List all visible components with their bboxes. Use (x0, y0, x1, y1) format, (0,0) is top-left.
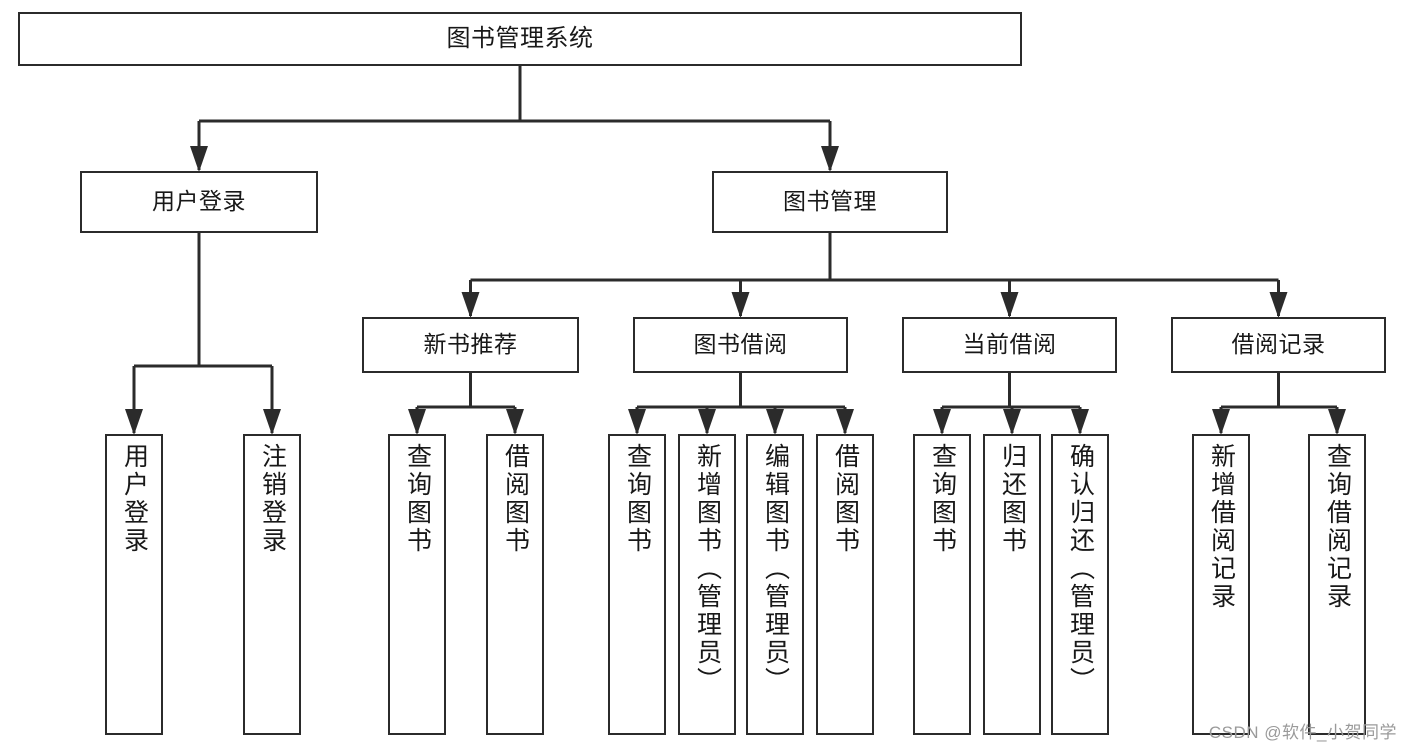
arrowhead (506, 409, 524, 435)
node-label: 借阅图书 (831, 443, 860, 555)
node-current[interactable]: 当前借阅 (902, 317, 1117, 373)
node-root[interactable]: 图书管理系统 (18, 12, 1022, 66)
arrowhead (1269, 292, 1288, 318)
node-bookmgmt[interactable]: 图书管理 (712, 171, 948, 233)
node-l-queryrec[interactable]: 查询借阅记录 (1308, 434, 1366, 735)
node-label: 当前借阅 (962, 331, 1057, 358)
node-label: 归还图书 (998, 443, 1027, 555)
arrowhead (766, 409, 784, 435)
arrowhead (1212, 409, 1230, 435)
node-label: 查询图书 (403, 443, 432, 555)
node-l-borrow2[interactable]: 借阅图书 (816, 434, 874, 735)
node-l-add[interactable]: 新增图书（管理员） (678, 434, 736, 735)
node-l-query1[interactable]: 查询图书 (388, 434, 446, 735)
arrowhead (125, 409, 143, 435)
arrowhead (731, 292, 750, 318)
arrowhead (461, 292, 480, 318)
node-label: 确认归还（管理员） (1066, 443, 1095, 695)
node-label: 查询图书 (623, 443, 652, 555)
node-login[interactable]: 用户登录 (80, 171, 318, 233)
arrowhead (408, 409, 426, 435)
node-label: 借阅记录 (1231, 331, 1326, 358)
node-label: 新增图书（管理员） (693, 443, 722, 695)
arrowhead (1071, 409, 1089, 435)
arrowhead (263, 409, 281, 435)
node-label: 查询借阅记录 (1323, 443, 1352, 611)
node-records[interactable]: 借阅记录 (1171, 317, 1386, 373)
node-l-addrec[interactable]: 新增借阅记录 (1192, 434, 1250, 735)
node-label: 用户登录 (120, 443, 149, 555)
node-l-query3[interactable]: 查询图书 (913, 434, 971, 735)
node-label: 新增借阅记录 (1207, 443, 1236, 611)
node-label: 注销登录 (258, 443, 287, 555)
node-l-login[interactable]: 用户登录 (105, 434, 163, 735)
node-label: 图书借阅 (693, 331, 788, 358)
arrowhead (190, 146, 208, 172)
arrowhead (698, 409, 716, 435)
arrowhead (836, 409, 854, 435)
arrowhead (1003, 409, 1021, 435)
node-l-logout[interactable]: 注销登录 (243, 434, 301, 735)
csdn-watermark: CSDN @软件_小贺同学 (1208, 723, 1397, 742)
node-label: 新书推荐 (423, 331, 518, 358)
arrowhead (1000, 292, 1019, 318)
arrowhead (628, 409, 646, 435)
node-l-query2[interactable]: 查询图书 (608, 434, 666, 735)
node-l-return[interactable]: 归还图书 (983, 434, 1041, 735)
node-label: 查询图书 (928, 443, 957, 555)
node-label: 编辑图书（管理员） (761, 443, 790, 695)
node-newrec[interactable]: 新书推荐 (362, 317, 579, 373)
arrowhead (933, 409, 951, 435)
arrowhead (1328, 409, 1346, 435)
node-l-borrow1[interactable]: 借阅图书 (486, 434, 544, 735)
arrowhead (821, 146, 839, 172)
node-label: 用户登录 (152, 188, 246, 215)
node-borrow[interactable]: 图书借阅 (633, 317, 848, 373)
node-l-edit[interactable]: 编辑图书（管理员） (746, 434, 804, 735)
node-label: 图书管理系统 (446, 24, 594, 52)
node-label: 借阅图书 (501, 443, 530, 555)
node-l-confirm[interactable]: 确认归还（管理员） (1051, 434, 1109, 735)
node-label: 图书管理 (783, 188, 877, 215)
